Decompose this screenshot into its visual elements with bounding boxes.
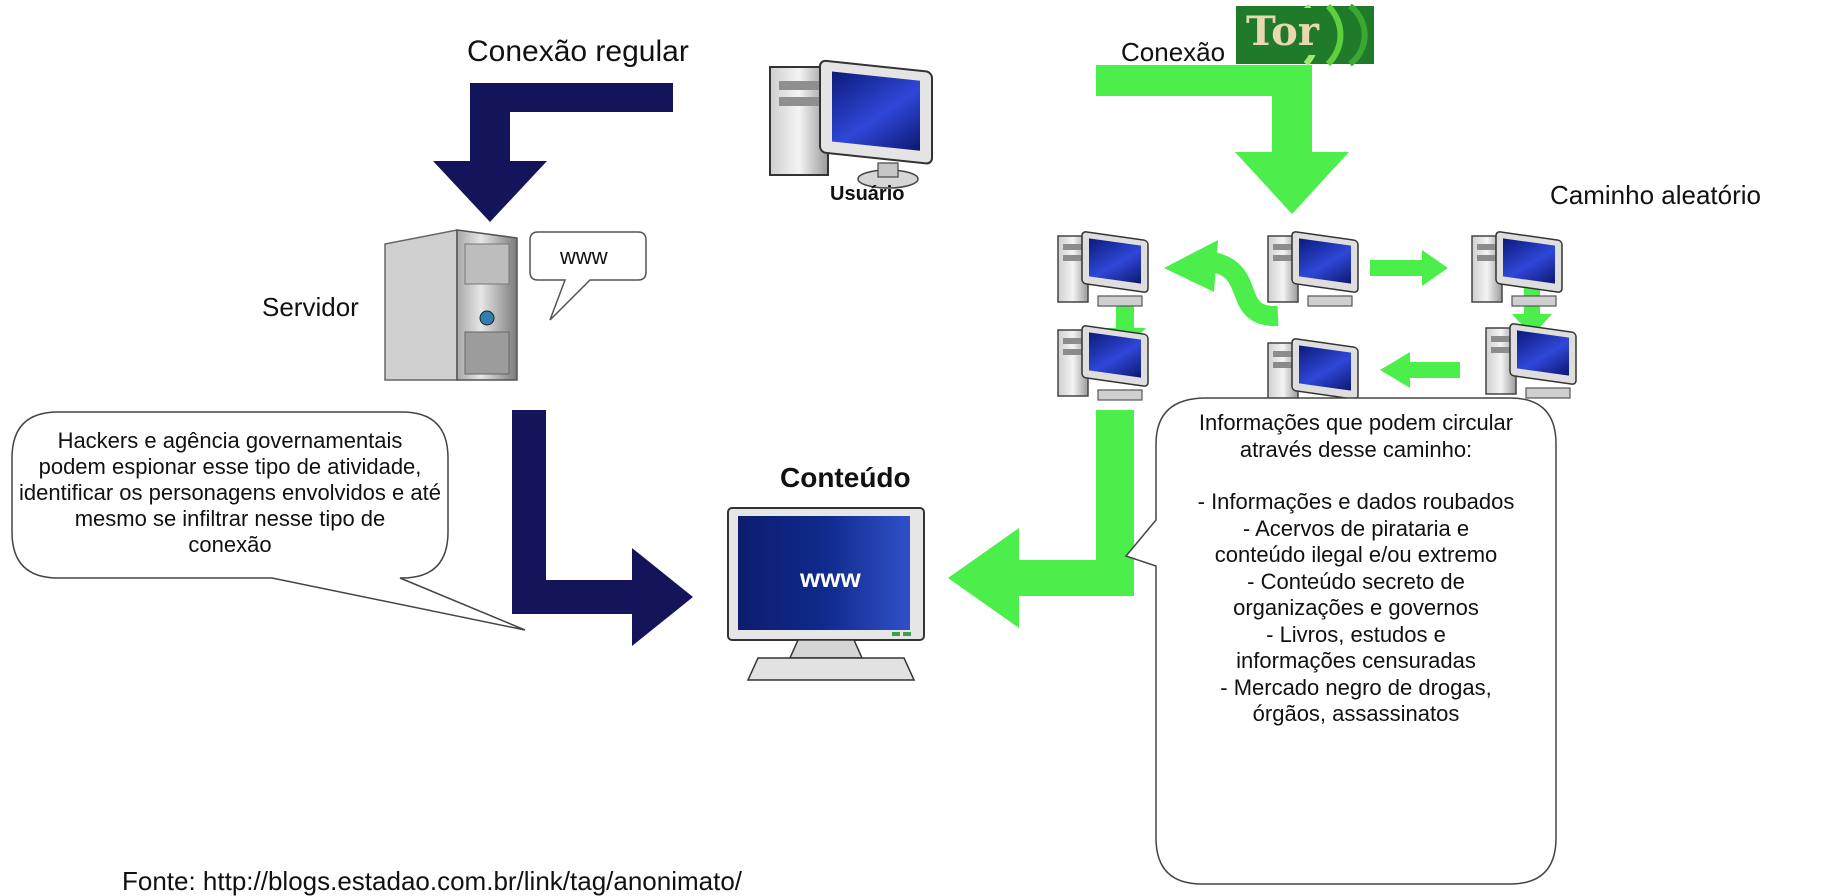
relay-computer-icon <box>1057 230 1149 307</box>
callout-left-shape <box>11 411 526 631</box>
content-monitor-icon <box>727 507 925 681</box>
callout-left-text: Hackers e agência governamentais podem e… <box>14 428 446 558</box>
callout-left-line: identificar os personagens envolvidos e … <box>19 480 441 505</box>
callout-right-line: Informações que podem circular <box>1198 410 1514 435</box>
callout-right-line: informações censuradas <box>1236 648 1476 673</box>
user-computer-icon <box>769 59 933 189</box>
tor-connection-arrow-top <box>1096 65 1349 214</box>
relay-arrow-right <box>1370 250 1448 286</box>
random-path-label: Caminho aleatório <box>1550 180 1762 210</box>
callout-left-line: conexão <box>188 532 272 557</box>
content-label: Conteúdo <box>780 462 911 493</box>
callout-right-line: - Conteúdo secreto de <box>1247 568 1465 594</box>
callout-right-line: - Acervos de pirataria e <box>1242 515 1470 541</box>
user-label: Usuário <box>830 183 905 205</box>
callout-left-line: Hackers e agência governamentais <box>57 428 403 453</box>
callout-right-shape <box>1124 397 1557 885</box>
server-label: Servidor <box>262 292 359 322</box>
callout-right-line: através desse caminho: <box>1239 436 1473 462</box>
callout-right-line <box>1160 463 1552 489</box>
relay-computer-icon <box>1471 230 1563 307</box>
source-caption: Fonte: http://blogs.estadao.com.br/link/… <box>122 866 743 896</box>
regular-connection-arrow-top <box>433 83 673 222</box>
server-bubble-text: www <box>560 244 608 269</box>
regular-connection-label: Conexão regular <box>467 35 689 68</box>
callout-right-text: Informações que podem circular através d… <box>1160 410 1552 728</box>
regular-connection-arrow-bottom <box>512 410 693 646</box>
speech-bubble-icon <box>529 231 647 321</box>
relay-computer-icon <box>1057 324 1149 401</box>
callout-right-line: conteúdo ilegal e/ou extremo <box>1214 542 1498 567</box>
tor-connection-arrow-bottom <box>948 410 1134 628</box>
callout-left-line: mesmo se infiltrar nesse tipo de <box>74 506 386 531</box>
callout-right-line: - Informações e dados roubados <box>1197 489 1515 514</box>
tor-logo-text: Tor <box>1242 8 1323 55</box>
server-tower-icon <box>384 229 518 381</box>
content-screen-text: www <box>800 563 861 593</box>
callout-left-line: podem espionar esse tipo de atividade, <box>38 454 422 479</box>
callout-right-line: organizações e governos <box>1233 595 1479 620</box>
callout-right-line: órgãos, assassinatos <box>1252 701 1460 726</box>
relay-arrow-curved <box>1164 240 1279 326</box>
callout-right-line: - Livros, estudos e <box>1266 621 1446 647</box>
callout-right-line: - Mercado negro de drogas, <box>1220 674 1492 700</box>
relay-arrow-down-right <box>1512 282 1552 336</box>
relay-computer-icon <box>1267 230 1359 307</box>
relay-computer-icon <box>1485 322 1577 399</box>
tor-connection-label: Conexão <box>1121 37 1226 67</box>
relay-arrow-left <box>1380 352 1460 388</box>
